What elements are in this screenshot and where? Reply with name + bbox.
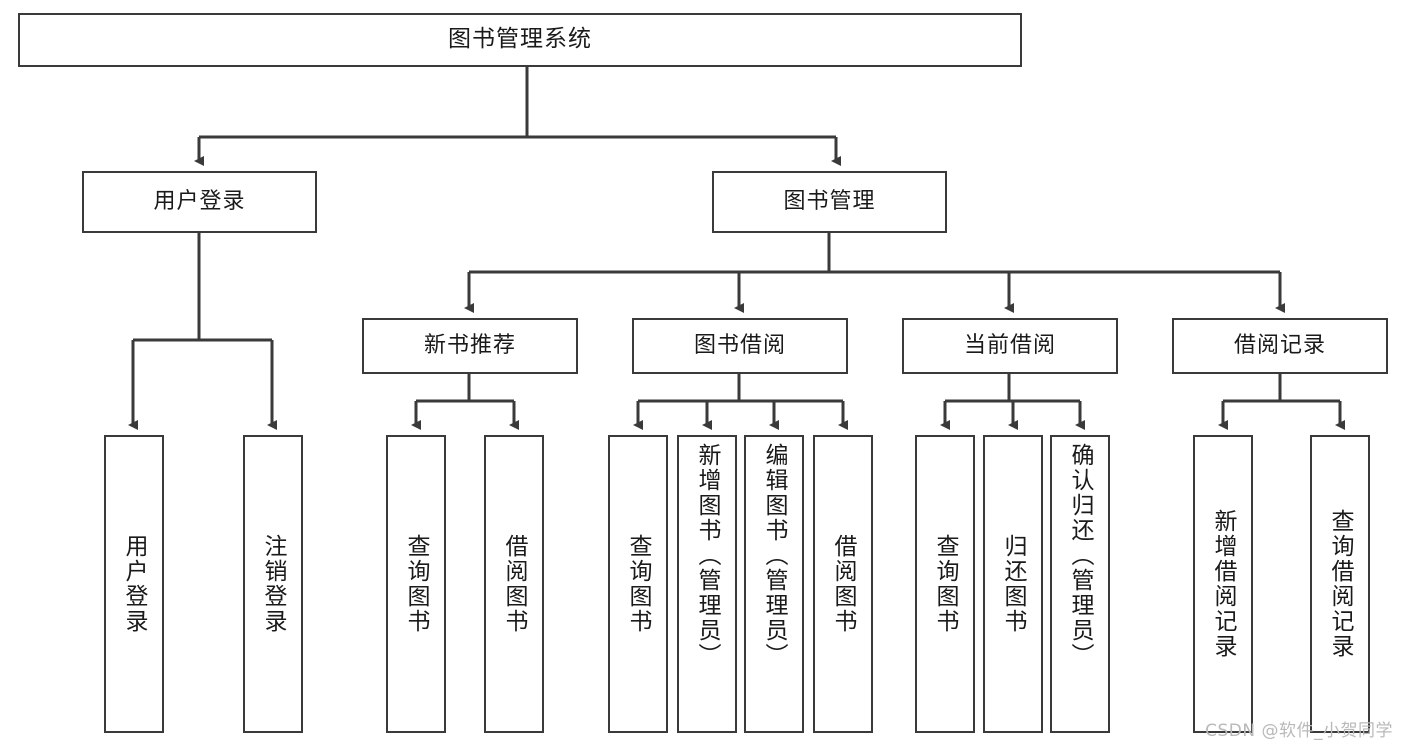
edge-group-root [194,67,841,166]
node-label: 借阅记录 [1233,332,1326,358]
node-leaf-add-borrow-record[interactable]: 新增借阅记录 [1193,435,1253,733]
node-book-manage[interactable]: 图书管理 [712,171,947,233]
node-book-borrow[interactable]: 图书借阅 [632,318,848,374]
node-new-book-recommend[interactable]: 新书推荐 [362,318,578,374]
node-label: 查询图书 [403,534,430,634]
node-label: 用户登录 [121,534,148,634]
node-borrow-record[interactable]: 借阅记录 [1172,318,1388,374]
node-leaf-query-borrow-record[interactable]: 查询借阅记录 [1310,435,1370,733]
node-label: 新书推荐 [423,332,516,358]
node-label: 借阅图书 [501,534,528,634]
node-current-borrow[interactable]: 当前借阅 [902,318,1118,374]
edge-group-borrow-record [1218,374,1345,430]
node-leaf-return-book[interactable]: 归还图书 [983,435,1043,733]
edge-group-new-book-rec [411,374,519,430]
node-user-login[interactable]: 用户登录 [82,171,317,233]
node-leaf-add-book-admin[interactable]: 新增图书（管理员） [677,435,737,733]
node-root-system[interactable]: 图书管理系统 [18,13,1022,67]
node-leaf-borrow-book-recommend[interactable]: 借阅图书 [484,435,544,733]
node-leaf-confirm-return-admin[interactable]: 确认归还（管理员） [1050,435,1110,733]
edge-group-user-login [128,233,277,430]
node-leaf-borrow-book-borrow[interactable]: 借阅图书 [813,435,873,733]
node-leaf-edit-book-admin[interactable]: 编辑图书（管理员） [744,435,804,733]
node-leaf-query-book-borrow[interactable]: 查询图书 [608,435,668,733]
node-leaf-query-book-recommend[interactable]: 查询图书 [386,435,446,733]
edge-group-book-borrow [633,374,848,430]
node-label: 确认归还（管理员） [1067,443,1094,668]
node-label: 新增借阅记录 [1210,509,1237,659]
node-label: 当前借阅 [963,332,1056,358]
watermark-text: CSDN @软件_小贺同学 [1205,721,1393,741]
edge-group-current-borrow [940,374,1085,430]
node-leaf-logout[interactable]: 注销登录 [243,435,303,733]
node-leaf-query-book-current[interactable]: 查询图书 [915,435,975,733]
node-label: 查询图书 [625,534,652,634]
node-label: 用户登录 [153,188,246,214]
node-label: 借阅图书 [830,534,857,634]
node-label: 编辑图书（管理员） [761,443,788,668]
node-label: 归还图书 [1000,534,1027,634]
node-label: 查询图书 [932,534,959,634]
node-leaf-user-login[interactable]: 用户登录 [104,435,164,733]
edge-group-book-manage [464,233,1285,313]
node-label: 图书管理系统 [448,26,592,53]
node-label: 注销登录 [260,534,287,634]
node-label: 图书管理 [783,188,876,214]
node-label: 查询借阅记录 [1327,509,1354,659]
node-label: 图书借阅 [693,332,786,358]
node-label: 新增图书（管理员） [694,443,721,668]
